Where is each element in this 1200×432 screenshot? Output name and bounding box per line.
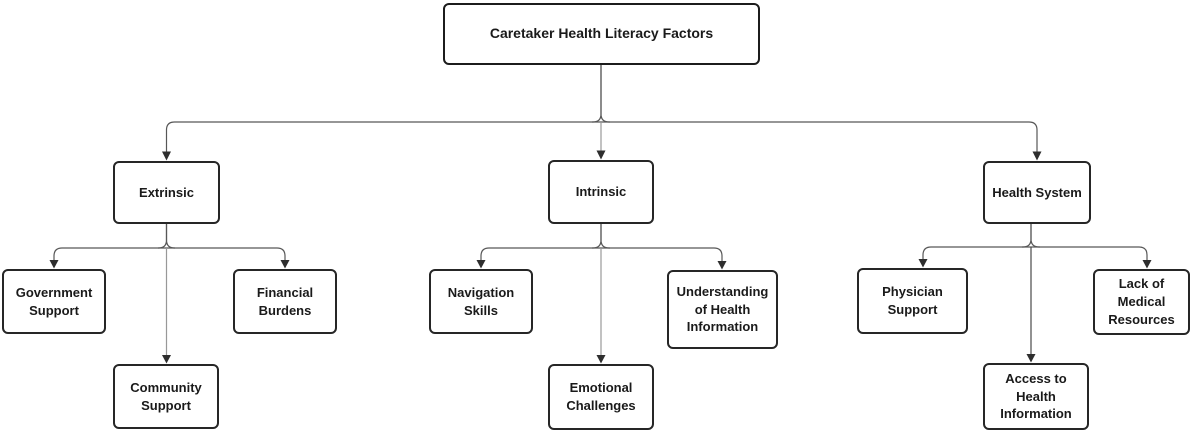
edge-health-system-lack-medical-resources	[1030, 224, 1152, 269]
node-label: Extrinsic	[139, 184, 194, 200]
node-label: Navigation Skills	[447, 284, 515, 318]
node-government-support[interactable]: Government Support	[2, 269, 106, 334]
edge-extrinsic-government-support	[49, 224, 168, 269]
node-label: Lack of Medical Resources	[1108, 276, 1175, 327]
edge-health-system-access-health-info	[1022, 246, 1040, 363]
node-access-to-health-information[interactable]: Access to Health Information	[983, 363, 1089, 430]
node-lack-of-medical-resources[interactable]: Lack of Medical Resources	[1093, 269, 1190, 335]
edge-extrinsic-community-support	[158, 247, 175, 364]
node-emotional-challenges[interactable]: Emotional Challenges	[548, 364, 654, 430]
node-label: Community Support	[130, 379, 202, 413]
node-caretaker-health-literacy-factors[interactable]: Caretaker Health Literacy Factors	[443, 3, 760, 65]
node-label: Emotional Challenges	[566, 380, 636, 413]
edge-root-extrinsic	[162, 65, 602, 161]
node-label: Understanding of Health Information	[676, 283, 769, 335]
node-extrinsic[interactable]: Extrinsic	[113, 161, 220, 224]
edge-intrinsic-understanding-health-info	[600, 224, 727, 270]
node-navigation-skills[interactable]: Navigation Skills	[429, 269, 533, 334]
edge-extrinsic-financial-burdens	[165, 224, 290, 269]
node-label: Financial Burdens	[256, 284, 314, 318]
node-intrinsic[interactable]: Intrinsic	[548, 160, 654, 224]
node-label: Caretaker Health Literacy Factors	[489, 25, 714, 42]
node-label: Physician Support	[882, 284, 943, 317]
node-health-system[interactable]: Health System	[983, 161, 1091, 224]
node-label: Intrinsic	[575, 184, 627, 200]
edge-root-health-system	[600, 65, 1042, 161]
node-label: Health System	[992, 184, 1082, 200]
node-label: Government Support	[15, 284, 93, 318]
edge-intrinsic-emotional-challenges	[592, 247, 610, 364]
node-physician-support[interactable]: Physician Support	[857, 268, 968, 334]
node-financial-burdens[interactable]: Financial Burdens	[233, 269, 337, 334]
edge-health-system-physician-support	[918, 224, 1032, 268]
node-understanding-of-health-information[interactable]: Understanding of Health Information	[667, 270, 778, 349]
node-community-support[interactable]: Community Support	[113, 364, 219, 429]
node-label: Access to Health Information	[1000, 370, 1072, 422]
edge-intrinsic-navigation-skills	[476, 224, 602, 269]
edge-root-intrinsic	[592, 121, 610, 160]
